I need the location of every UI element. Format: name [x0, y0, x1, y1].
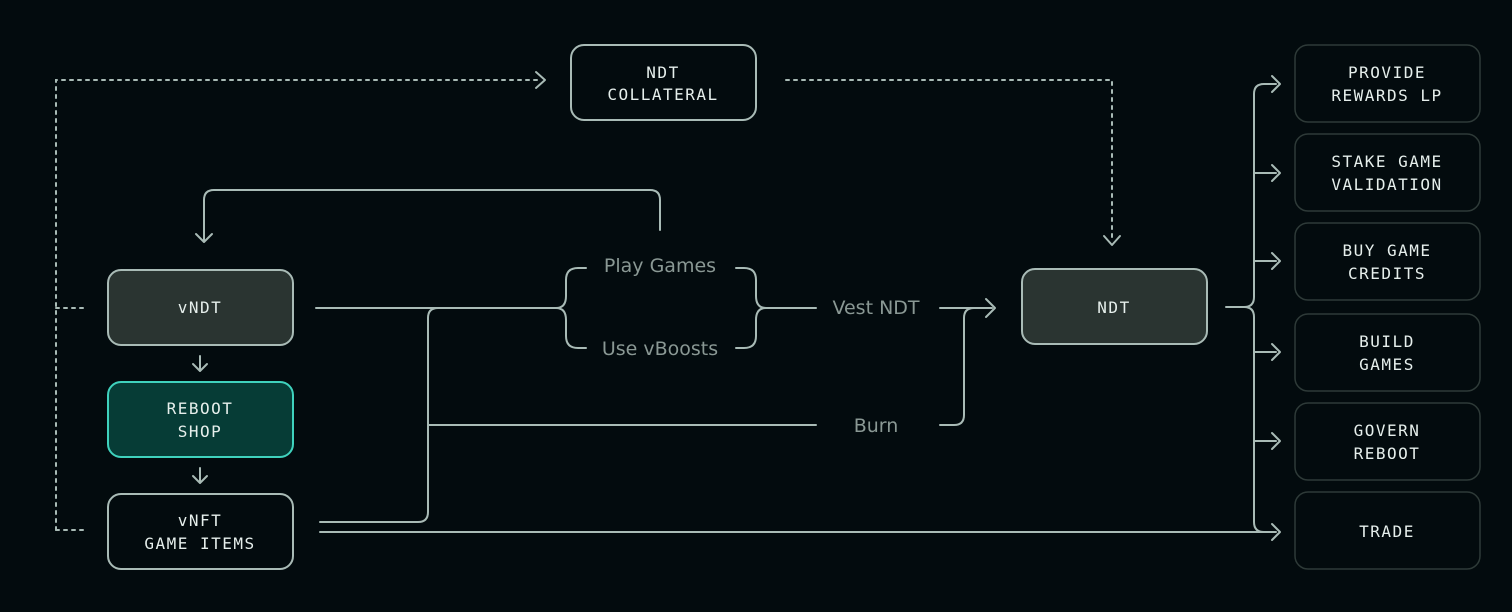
node-build-line2: GAMES [1359, 355, 1415, 374]
label-vest-ndt: Vest NDT [832, 297, 919, 319]
dotted-connectors [55, 79, 1113, 531]
node-trade-label: TRADE [1359, 522, 1415, 541]
node-govern-line2: REBOOT [1354, 444, 1421, 463]
node-ndt: NDT [1021, 268, 1208, 345]
arrow-to-collateral [535, 71, 546, 89]
dotted-line-left-vertical [55, 79, 541, 531]
node-ndt-collateral-line1: NDT [646, 63, 679, 82]
arrow-to-buy [1271, 252, 1281, 270]
arrowheads [192, 75, 1281, 541]
solid-connectors [203, 83, 1277, 533]
node-reboot-shop-line2: SHOP [178, 422, 223, 441]
node-buy-line1: BUY GAME [1342, 241, 1431, 260]
arrow-to-stake [1271, 164, 1281, 182]
node-stake-line1: STAKE GAME [1331, 152, 1442, 171]
arrow-to-provide [1271, 75, 1281, 93]
node-stake-line2: VALIDATION [1331, 175, 1442, 194]
label-play-games: Play Games [604, 255, 716, 277]
node-reboot-shop-line1: REBOOT [167, 399, 234, 418]
node-ndt-collateral: NDT COLLATERAL [570, 44, 757, 121]
label-burn: Burn [854, 415, 899, 437]
label-use-vboosts: Use vBoosts [602, 338, 718, 360]
arrow-to-build [1271, 343, 1281, 361]
flow-labels: Play Games Use vBoosts Vest NDT Burn [602, 255, 920, 437]
node-buy-game-credits: BUY GAME CREDITS [1294, 222, 1481, 301]
arrow-down-to-vndt [195, 233, 213, 243]
line-trunk [427, 307, 439, 319]
line-burn-to-ndt [939, 307, 975, 426]
node-govern-reboot: GOVERN REBOOT [1294, 402, 1481, 481]
node-stake-game-validation: STAKE GAME VALIDATION [1294, 133, 1481, 212]
arrow-to-trade [1271, 523, 1281, 541]
left-brace [555, 267, 587, 349]
dotted-line-collateral-to-ndt [785, 79, 1113, 241]
arrow-down-to-ndt [1103, 235, 1121, 246]
node-provide-line2: REWARDS LP [1331, 86, 1442, 105]
node-buy-line2: CREDITS [1348, 264, 1426, 283]
arrow-vndt-to-shop [192, 355, 208, 372]
node-provide-line1: PROVIDE [1348, 63, 1426, 82]
arrow-shop-to-vnft [192, 467, 208, 484]
arrow-to-govern [1271, 432, 1281, 450]
node-trade: TRADE [1294, 491, 1481, 570]
node-vnft-line2: GAME ITEMS [144, 534, 255, 553]
node-vnft-game-items: vNFT GAME ITEMS [107, 493, 294, 570]
node-vndt-label: vNDT [178, 298, 223, 317]
node-build-games: BUILD GAMES [1294, 313, 1481, 392]
arrow-into-ndt [985, 298, 996, 318]
line-play-games-return [203, 189, 661, 241]
node-build-line1: BUILD [1359, 332, 1415, 351]
line-ndt-fan-lower [1243, 306, 1265, 533]
node-govern-line1: GOVERN [1354, 421, 1421, 440]
node-vndt: vNDT [107, 269, 294, 346]
line-trunk-vertical [319, 317, 429, 523]
right-brace [735, 267, 767, 349]
node-provide-rewards-lp: PROVIDE REWARDS LP [1294, 44, 1481, 123]
node-vnft-line1: vNFT [178, 511, 223, 530]
line-ndt-out [1225, 83, 1277, 308]
node-ndt-collateral-line2: COLLATERAL [607, 85, 718, 104]
node-ndt-label: NDT [1097, 298, 1130, 317]
node-reboot-shop: REBOOT SHOP [107, 381, 294, 458]
